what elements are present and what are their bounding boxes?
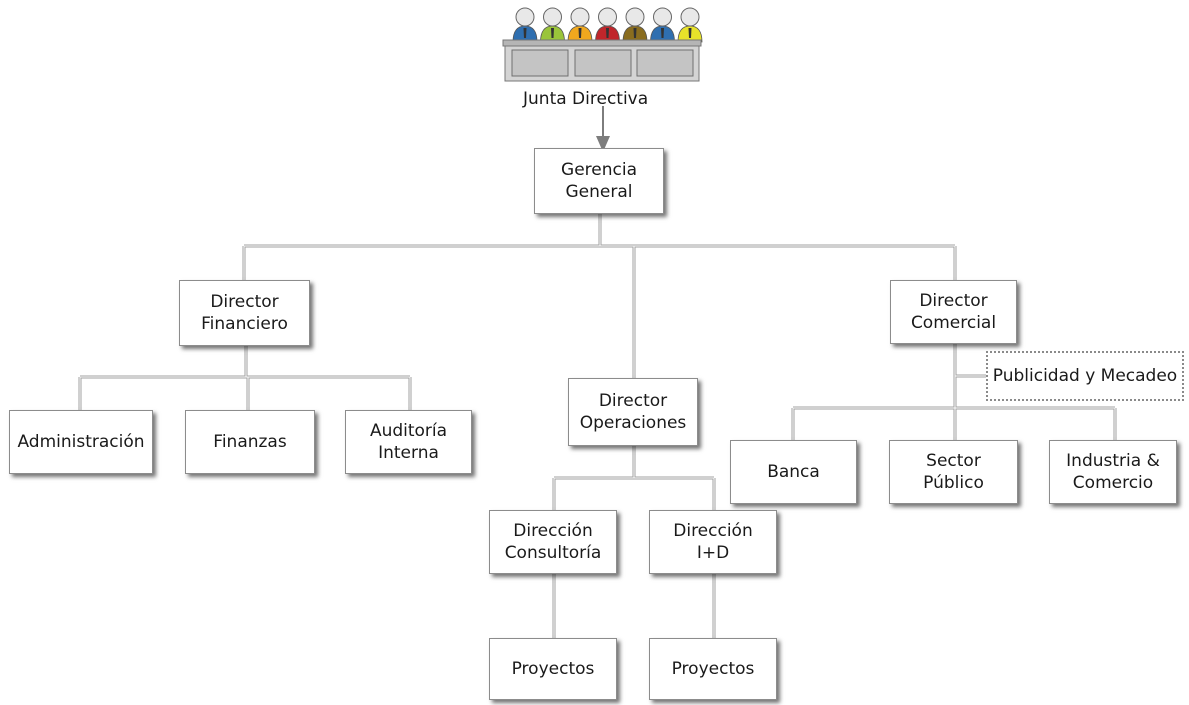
person-tie [633,28,637,38]
board-label: Junta Directiva [523,89,649,109]
node-administracion[interactable]: Administración [9,410,153,474]
node-label: Banca [767,462,820,482]
node-director-operaciones[interactable]: Director Operaciones [568,378,698,446]
node-label: Proyectos [671,659,755,679]
node-label: Publicidad y Mecadeo [992,366,1178,386]
table-top [502,39,702,47]
person-tie [523,28,527,38]
person-head [570,7,590,27]
person-tie [578,28,582,38]
node-label: Proyectos [511,659,595,679]
person-tie [551,28,554,38]
person-tie [606,28,609,38]
node-finanzas[interactable]: Finanzas [185,410,315,474]
person-head [625,7,645,27]
node-industria-comercio[interactable]: Industria & Comercio [1049,440,1177,504]
node-label: Industria & Comercio [1066,451,1160,493]
node-label: Dirección Consultoría [504,521,602,563]
node-auditoria-interna[interactable]: Auditoría Interna [345,410,472,474]
node-proyectos-consultoria[interactable]: Proyectos [489,638,617,700]
person-tie [661,28,664,38]
node-label: Auditoría Interna [369,421,448,463]
node-proyectos-id[interactable]: Proyectos [649,638,777,700]
person-head [543,7,562,27]
person-head [653,7,672,27]
node-label: Dirección I+D [673,521,753,563]
node-banca[interactable]: Banca [730,440,857,504]
table-panel [511,49,569,77]
node-label: Gerencia General [561,160,637,202]
table-panel [636,49,694,77]
person-head [515,7,535,27]
node-direccion-consultoria[interactable]: Dirección Consultoría [489,510,617,574]
board-meeting-icon [502,7,703,82]
node-label: Finanzas [213,432,287,452]
person-tie [688,28,692,38]
table-panel [574,49,632,77]
node-director-comercial[interactable]: Director Comercial [890,280,1017,344]
node-publicidad-mecadeo[interactable]: Publicidad y Mecadeo [986,351,1184,401]
arrow-head [596,136,610,152]
node-label: Director Comercial [910,291,997,333]
node-gerencia-general[interactable]: Gerencia General [534,148,664,214]
node-sector-publico[interactable]: Sector Público [889,440,1018,504]
node-label: Director Operaciones [579,391,687,433]
node-label: Director Financiero [201,292,288,334]
node-direccion-id[interactable]: Dirección I+D [649,510,777,574]
node-director-financiero[interactable]: Director Financiero [179,280,310,346]
person-head [680,7,700,27]
person-head [598,7,617,27]
node-label: Administración [17,432,145,452]
node-label: Sector Público [923,451,984,493]
